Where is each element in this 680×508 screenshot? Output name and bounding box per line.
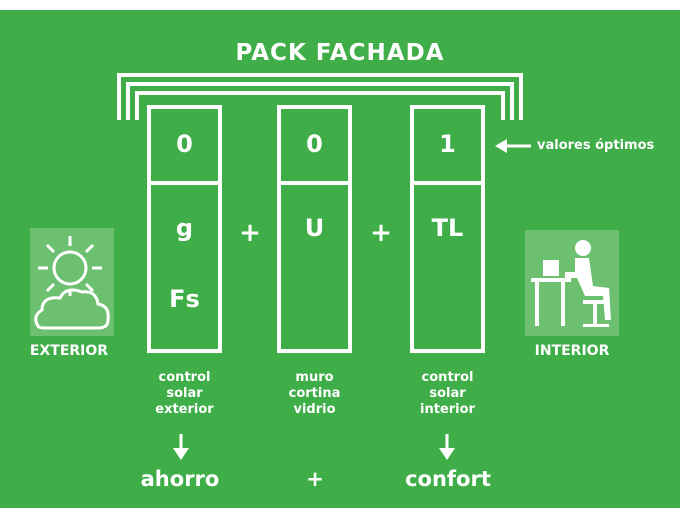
col2-desc-line: muro (295, 370, 334, 385)
col3-middle-value: TL (431, 214, 464, 242)
col2-desc-line: vidrio (293, 402, 336, 417)
bottom-plus-sign: + (306, 467, 324, 491)
col3-desc-line: interior (420, 402, 475, 417)
confort-label: confort (405, 467, 491, 491)
optimal-values-label: valores óptimos (537, 138, 655, 153)
col1-desc-line: exterior (155, 402, 214, 417)
arrow-down-icon (439, 434, 455, 460)
person-at-desk-icon (525, 230, 619, 336)
col3-description: control solar interior (405, 370, 490, 418)
pack-bracket (117, 73, 523, 120)
ahorro-label: ahorro (140, 467, 220, 491)
col1-desc-line: solar (166, 386, 203, 401)
col2-description: muro cortina vidrio (272, 370, 357, 418)
plus-sign-1: + (239, 218, 261, 248)
exterior-label: EXTERIOR (29, 343, 109, 359)
sun-icon (30, 228, 114, 336)
col3-desc-line: control (421, 370, 474, 385)
col2-desc-line: cortina (288, 386, 341, 401)
cloud-icon (34, 288, 110, 330)
column-divider-3 (410, 105, 485, 185)
arrow-left-icon (495, 139, 531, 153)
column-divider-2 (277, 105, 352, 185)
diagram-title: PACK FACHADA (235, 40, 445, 66)
column-divider-1 (147, 105, 222, 185)
plus-sign-2: + (370, 218, 392, 248)
col1-top-value: 0 (176, 130, 193, 158)
interior-label: INTERIOR (534, 343, 610, 359)
col2-middle-value: U (304, 214, 325, 242)
col1-middle-value: g (175, 214, 194, 242)
col3-desc-line: solar (429, 386, 466, 401)
col2-top-value: 0 (306, 130, 323, 158)
col1-desc-line: control (158, 370, 211, 385)
diagram-canvas: PACK FACHADA 0 g Fs 0 U 1 TL + + valores… (0, 10, 680, 508)
col3-top-value: 1 (439, 130, 456, 158)
col1-lower-value: Fs (169, 285, 200, 313)
arrow-down-icon (173, 434, 189, 460)
col1-description: control solar exterior (142, 370, 227, 418)
